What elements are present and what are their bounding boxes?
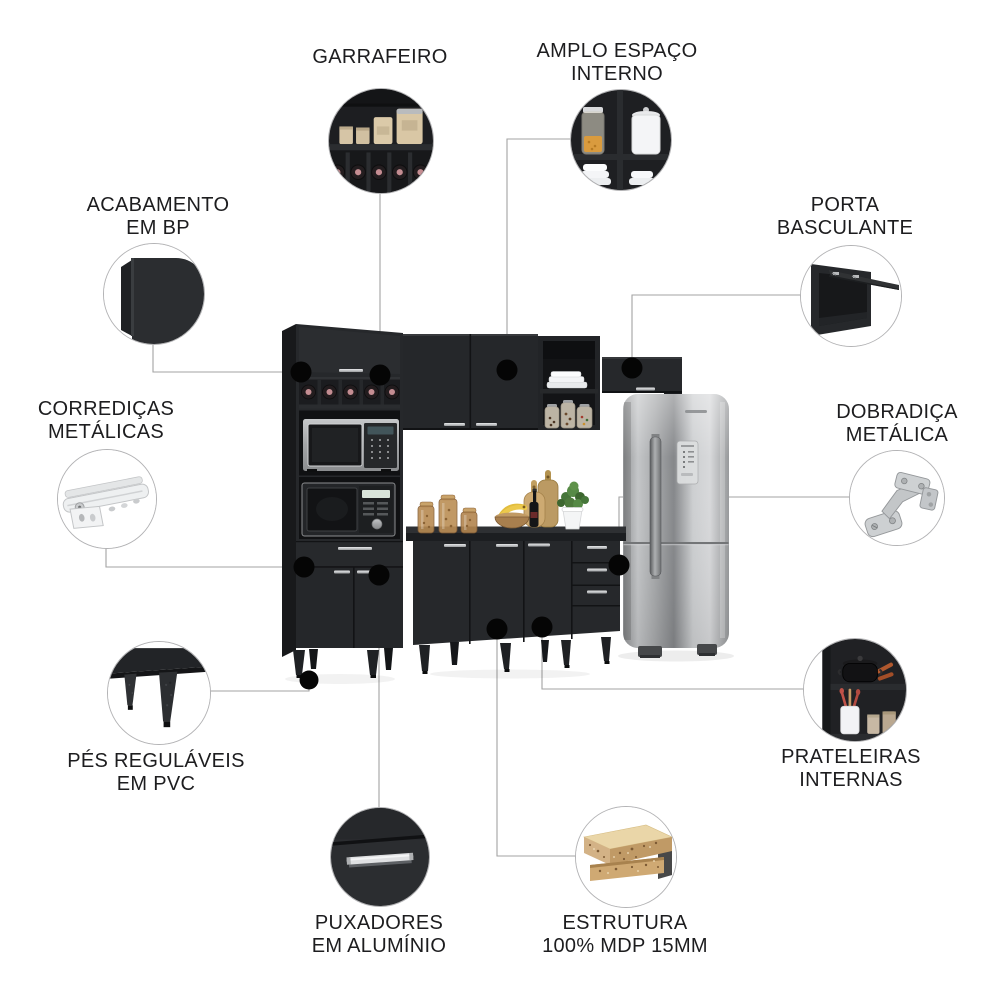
base-counter [406, 526, 626, 674]
stacked-plates [546, 371, 588, 389]
wine-bottles [301, 384, 400, 400]
callout-line-corredicas [105, 546, 304, 568]
callout-line-acabamento [152, 342, 301, 373]
photo-mdp-board [575, 806, 677, 908]
pvc-adjustable-feet-icon [108, 642, 210, 744]
callout-dot-puxadores [368, 564, 390, 586]
photo-metal-hinge [849, 450, 945, 546]
callout-line-porta-basculante [631, 294, 801, 368]
metal-hinge-icon [850, 451, 944, 545]
photo-flip-up-door [800, 245, 902, 347]
callout-dot-dobradica [608, 554, 630, 576]
tall-cabinet-legs [293, 648, 393, 678]
counter-legs [419, 637, 611, 674]
callout-dot-garrafeiro [369, 364, 391, 386]
callout-dot-prateleiras [531, 616, 553, 638]
callout-dot-pes [299, 670, 319, 690]
photo-metal-drawer-slide [57, 449, 157, 549]
bp-finish-corner-icon [104, 244, 204, 344]
wine-bottle-decor [529, 488, 539, 527]
callout-dot-acabamento [290, 361, 312, 383]
amber-jars [417, 494, 478, 534]
mdp-board-icon [576, 807, 676, 907]
callout-dot-amplo-espaco [496, 359, 518, 381]
flip-up-door-icon [801, 246, 901, 346]
photo-bottle-rack [328, 88, 434, 194]
internal-shelves-icon [804, 639, 906, 741]
aluminium-handle-icon [331, 808, 429, 906]
bottle-rack-icon [329, 89, 433, 193]
callout-line-amplo-espaco [506, 138, 571, 370]
shelf-jars [544, 400, 593, 429]
countertop-decor [417, 470, 589, 534]
photo-bp-finish-corner [103, 243, 205, 345]
photo-aluminium-handle [330, 807, 430, 907]
photo-open-interior-space [570, 89, 672, 191]
callout-dot-estrutura [486, 618, 508, 640]
open-interior-space-icon [571, 90, 671, 190]
photo-internal-shelves [803, 638, 907, 742]
callout-line-estrutura [496, 629, 576, 857]
microwave-lower [301, 482, 396, 537]
metal-drawer-slide-icon [58, 450, 156, 548]
fridge-control-panel [676, 440, 699, 485]
callout-dot-corredicas [293, 556, 315, 578]
potted-plant [557, 481, 589, 530]
photo-pvc-adjustable-feet [107, 641, 211, 745]
banana-bowl [494, 503, 530, 529]
label-garrafeiro: GARRAFEIRO [312, 46, 448, 68]
microwave-upper [303, 419, 399, 472]
refrigerator [623, 394, 729, 658]
callout-dot-porta-basculante [621, 357, 643, 379]
